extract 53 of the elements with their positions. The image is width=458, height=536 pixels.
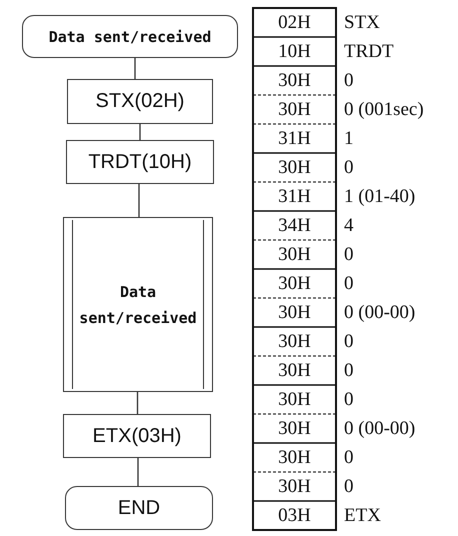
node-text: STX(02H): [96, 90, 184, 113]
hex-code: 30H: [277, 69, 312, 93]
code-meaning: 0: [344, 330, 354, 354]
hex-code: 30H: [277, 475, 312, 499]
hex-code: 30H: [277, 156, 312, 180]
terminal-shape: [65, 486, 213, 530]
code-meaning: 0: [344, 243, 354, 267]
connector-line: [137, 458, 139, 486]
connector-line: [138, 184, 140, 217]
code-meaning: 0: [344, 69, 354, 93]
predefined-process-box: [63, 217, 213, 392]
code-meaning: TRDT: [344, 40, 394, 64]
process-box: [67, 79, 213, 124]
hex-code: 30H: [277, 417, 312, 441]
code-meaning: 0: [344, 446, 354, 470]
code-meaning: 1 (01-40): [344, 185, 416, 209]
hex-code: 30H: [277, 359, 312, 383]
hex-code: 34H: [277, 214, 312, 238]
code-meaning: 0 (001sec): [344, 98, 424, 122]
connector-line: [134, 58, 136, 79]
code-meaning: 0: [344, 156, 354, 180]
code-meaning: STX: [344, 11, 380, 35]
hex-code: 30H: [277, 272, 312, 296]
code-meaning: 0 (00-00): [344, 417, 416, 441]
node-text: Data sent/received: [78, 282, 198, 328]
process-box: [63, 414, 211, 458]
code-meaning: 1: [344, 127, 354, 151]
hex-code: 30H: [277, 388, 312, 412]
code-meaning: 0: [344, 272, 354, 296]
code-meaning: 0: [344, 359, 354, 383]
hex-code: 31H: [277, 127, 312, 151]
terminal-shape: [22, 15, 238, 58]
hex-code: 02H: [277, 11, 312, 35]
hex-code: 03H: [277, 504, 312, 528]
node-text: TRDT(10H): [88, 150, 192, 174]
node-text: Data sent/received: [48, 28, 212, 46]
code-meaning: ETX: [344, 504, 381, 528]
node-text: ETX(03H): [92, 424, 182, 448]
hex-code: 10H: [277, 40, 312, 64]
code-meaning: 0: [344, 388, 354, 412]
process-box: [66, 140, 214, 184]
hex-code: 30H: [277, 243, 312, 267]
hex-code: 30H: [277, 446, 312, 470]
hex-code: 30H: [277, 98, 312, 122]
hex-code: 31H: [277, 185, 312, 209]
hex-code: 30H: [277, 301, 312, 325]
connector-line: [139, 124, 141, 140]
hex-code: 30H: [277, 330, 312, 354]
code-meaning: 0: [344, 475, 354, 499]
code-meaning: 0 (00-00): [344, 301, 416, 325]
code-meaning: 4: [344, 214, 354, 238]
connector-line: [136, 392, 138, 414]
node-text: END: [118, 496, 160, 520]
